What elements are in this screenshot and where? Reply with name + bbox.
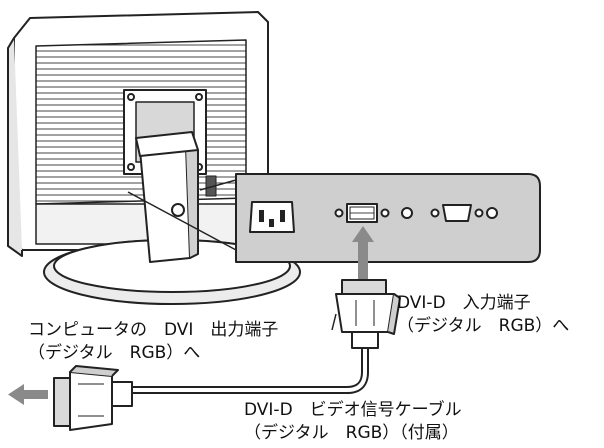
port-dot	[402, 208, 412, 218]
cable-sublabel: （デジタル RGB）（付属）	[244, 423, 459, 443]
dvi-connector-pc-end	[54, 366, 132, 430]
monitor-rear	[8, 12, 268, 256]
cable-label: DVI-D ビデオ信号ケーブル	[244, 400, 462, 420]
pc-dvi-output-sublabel: （デジタル RGB）へ	[28, 343, 200, 363]
ac-power-socket-icon	[250, 202, 294, 232]
cable-clip	[172, 204, 184, 216]
stand-neck	[140, 146, 190, 262]
pc-label-leader	[332, 314, 336, 330]
monitor-dvi-input-label: DVI-D 入力端子	[397, 293, 531, 313]
left-arrow-icon	[8, 384, 48, 405]
monitor-dvi-input-sublabel: （デジタル RGB）へ	[397, 316, 569, 336]
port-dot	[487, 208, 497, 218]
pc-dvi-output-label: コンピュータの DVI 出力端子	[28, 320, 278, 340]
connector-panel	[236, 174, 540, 262]
dvi-connector-monitor-end	[336, 280, 400, 348]
